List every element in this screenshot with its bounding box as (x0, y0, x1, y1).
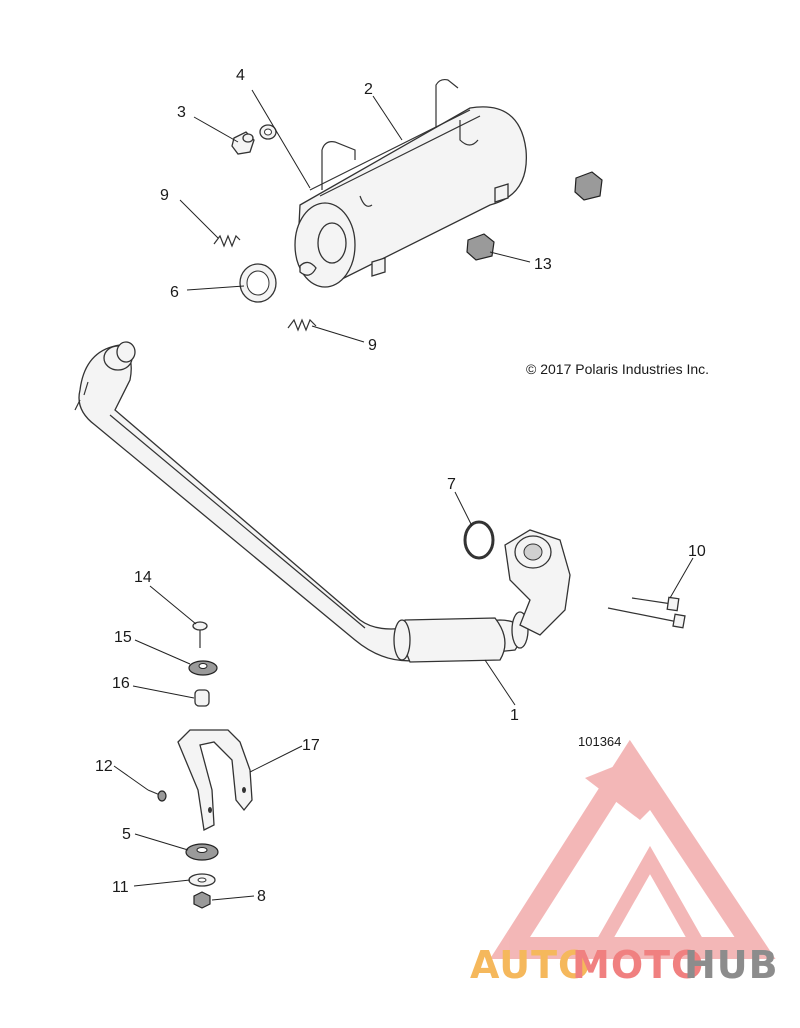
callout-9-lower: 9 (368, 337, 377, 354)
gasket (239, 263, 277, 303)
watermark-auto: AUTO (470, 943, 591, 987)
callout-15: 15 (114, 629, 132, 646)
headpipe-gasket (463, 520, 495, 560)
callout-5: 5 (122, 826, 131, 843)
rubber-mount-lower (466, 233, 495, 261)
callout-11: 11 (112, 879, 129, 896)
washer-11 (188, 873, 216, 887)
watermark-moto: MOTO (572, 943, 704, 987)
diagram-number: 101364 (578, 734, 621, 749)
callout-8: 8 (257, 888, 266, 905)
muffler (294, 78, 527, 288)
callout-4: 4 (236, 67, 245, 84)
flange-bolts (607, 596, 686, 629)
callout-labels: 2 4 3 9 6 9 13 7 10 14 15 16 1 17 12 5 1… (95, 67, 706, 905)
copyright-notice: © 2017 Polaris Industries Inc. (526, 361, 709, 377)
mount-bracket-17 (177, 729, 253, 831)
grommet-5 (185, 843, 219, 861)
callout-2: 2 (364, 81, 373, 98)
callout-7: 7 (447, 476, 456, 493)
rubber-mount-upper (574, 171, 603, 201)
callout-3: 3 (177, 104, 186, 121)
callout-10: 10 (688, 543, 706, 560)
callout-16: 16 (112, 675, 130, 692)
callout-17: 17 (302, 737, 320, 754)
callout-6: 6 (170, 284, 179, 301)
bushing-16 (194, 689, 210, 707)
exhaust-headpipe (74, 341, 571, 663)
plug (231, 131, 255, 155)
spring-upper (213, 234, 241, 248)
bolt-14 (192, 621, 208, 648)
callout-9-upper: 9 (160, 187, 169, 204)
washer (259, 124, 277, 140)
nut-8 (193, 891, 211, 909)
watermark-text: AUTO MOTO HUB (470, 943, 779, 987)
callout-13: 13 (534, 256, 552, 273)
spring-lower (287, 318, 317, 332)
bolt-12 (147, 789, 167, 802)
watermark-hub: HUB (684, 943, 779, 987)
callout-1: 1 (510, 707, 519, 724)
watermark-logo (489, 739, 776, 959)
leader-lines (113, 89, 694, 901)
callout-12: 12 (95, 758, 113, 775)
grommet-15 (188, 660, 218, 676)
callout-14: 14 (134, 569, 152, 586)
